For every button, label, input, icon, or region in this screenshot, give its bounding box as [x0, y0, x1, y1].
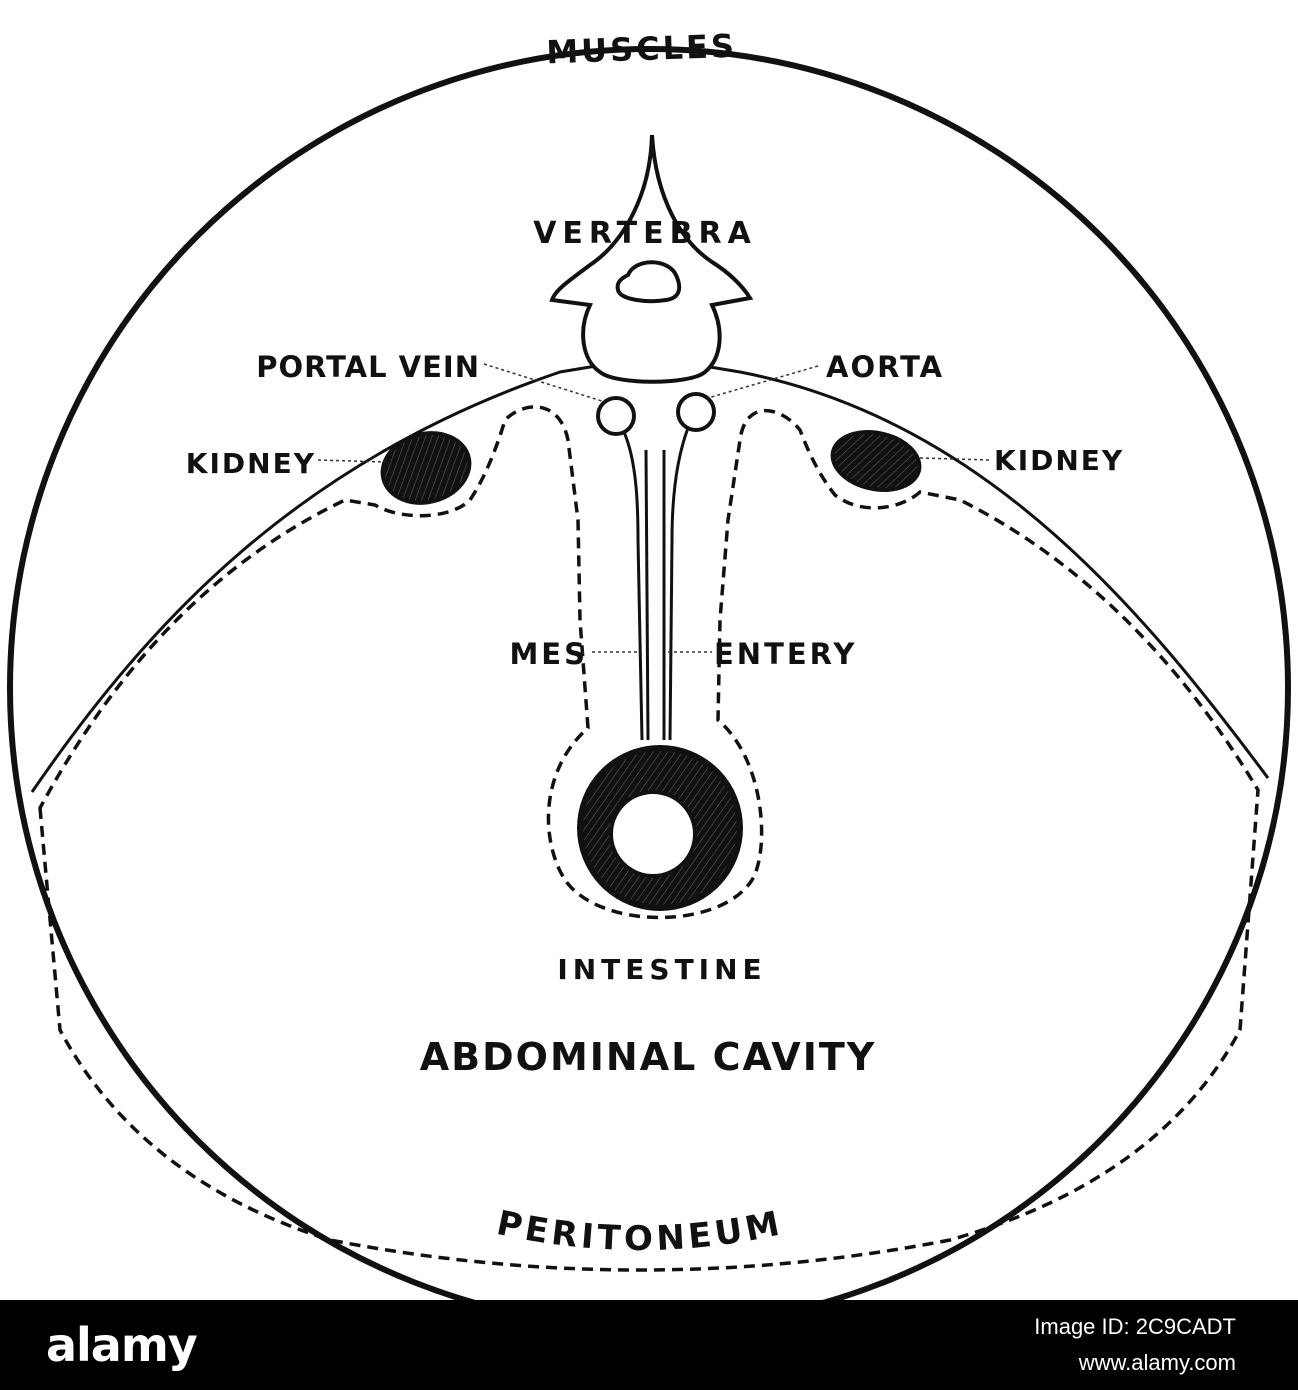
- abdominal-cross-section-diagram: MUSCLES VERTEBRA PORTAL VEIN AORTA KIDNE…: [7, 27, 1291, 1300]
- label-muscles: MUSCLES: [546, 27, 738, 72]
- label-abdominal-cavity: ABDOMINAL CAVITY: [420, 1035, 877, 1079]
- portal-vein-leader: [483, 363, 606, 403]
- intestine-lumen: [609, 790, 697, 878]
- left-kidney: [380, 431, 472, 505]
- portal-vein-vessel: [596, 396, 636, 436]
- label-kidney-right: KIDNEY: [994, 444, 1124, 477]
- aorta-vessel: [676, 392, 716, 432]
- watermark-banner: alamy Image ID: 2C9CADT www.alamy.com: [0, 1300, 1298, 1390]
- label-portal-vein: PORTAL VEIN: [256, 350, 480, 384]
- mesentery-stalk: [622, 427, 690, 741]
- label-peritoneum: PERITONEUM: [493, 1203, 786, 1259]
- label-mesentery-right: ENTERY: [714, 637, 857, 671]
- left-kidney-leader: [317, 459, 386, 463]
- site-url-text: www.alamy.com: [1078, 1350, 1236, 1375]
- label-vertebra: VERTEBRA: [533, 216, 757, 251]
- label-intestine: INTESTINE: [557, 953, 766, 986]
- label-mesentery-left: MES: [509, 637, 588, 671]
- right-kidney: [830, 430, 922, 492]
- image-id-text: Image ID: 2C9CADT: [1034, 1314, 1236, 1339]
- label-kidney-left: KIDNEY: [186, 447, 316, 480]
- label-aorta: AORTA: [826, 350, 944, 384]
- peritoneum-lining: [38, 405, 1260, 1272]
- posterior-wall-line: [30, 360, 1270, 793]
- alamy-logo: alamy: [46, 1318, 198, 1372]
- aorta-leader: [707, 365, 819, 399]
- vertebra: [549, 134, 754, 384]
- spinal-canal: [615, 260, 682, 304]
- body-wall-circle: [7, 46, 1291, 1300]
